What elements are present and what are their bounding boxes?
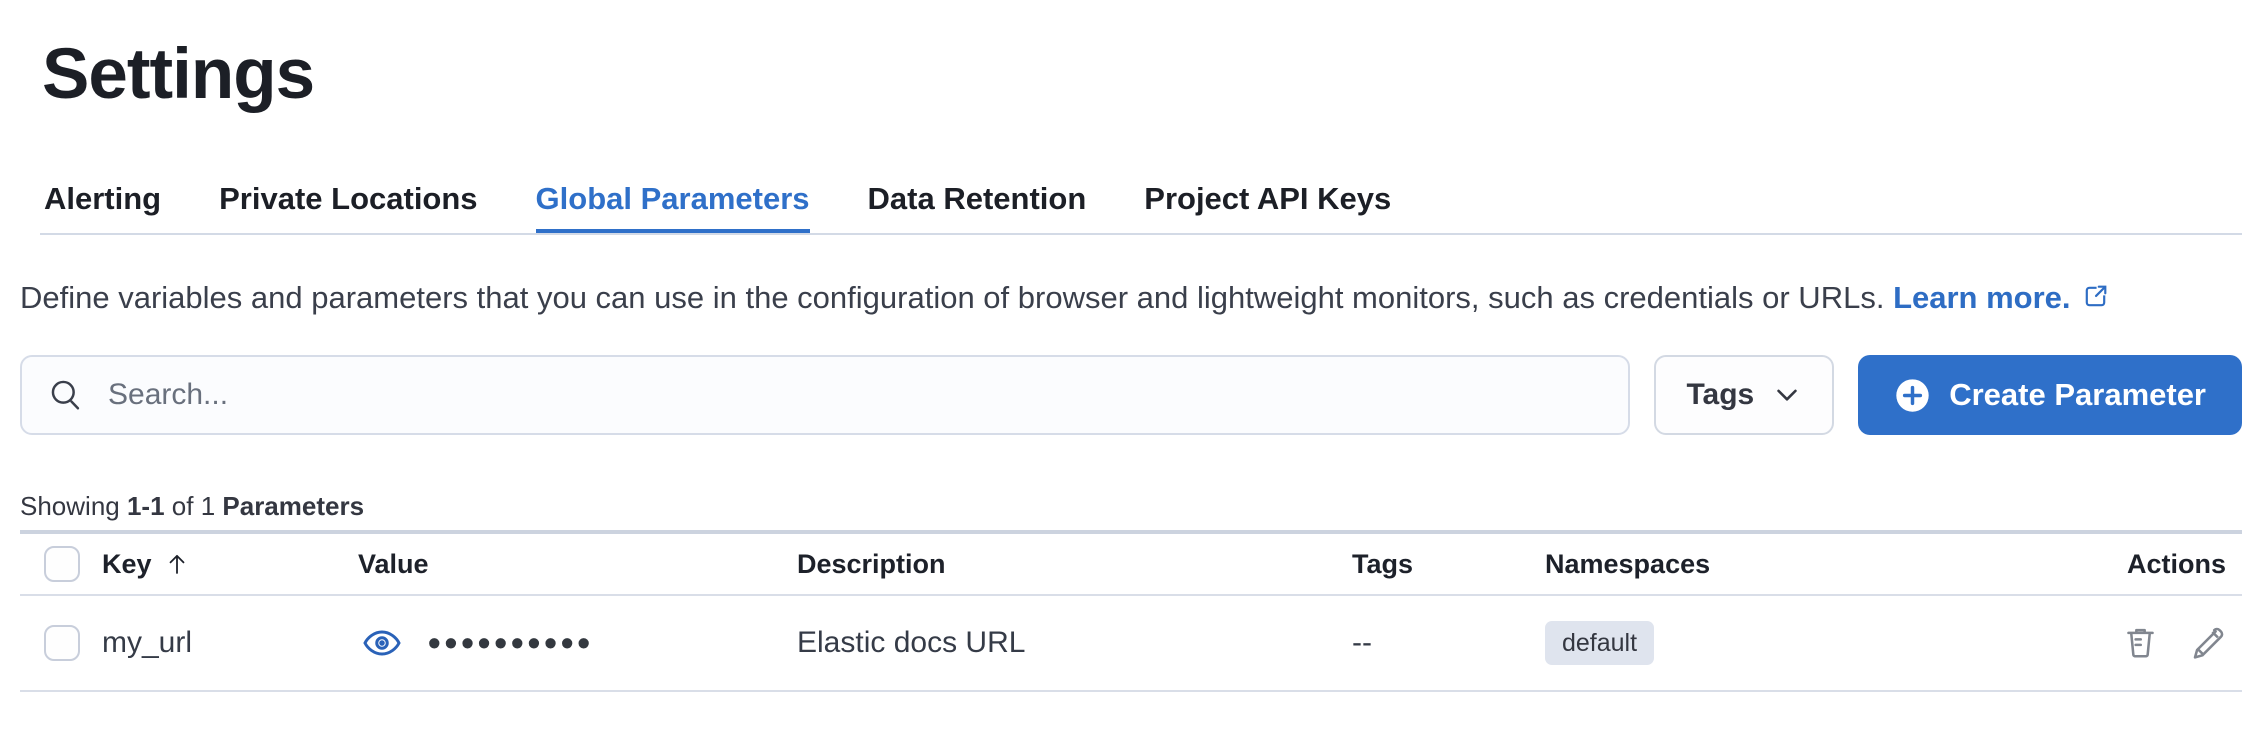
select-all-checkbox[interactable] bbox=[44, 546, 80, 582]
param-tags: -- bbox=[1352, 626, 1372, 659]
param-description: Elastic docs URL bbox=[797, 626, 1026, 659]
search-icon bbox=[51, 380, 80, 410]
column-header-tags: Tags bbox=[1352, 548, 1414, 579]
select-row-checkbox[interactable] bbox=[44, 625, 80, 661]
tab-alerting[interactable]: Alerting bbox=[44, 181, 162, 216]
tab-global-parameters[interactable]: Global Parameters bbox=[536, 182, 810, 233]
create-parameter-label: Create Parameter bbox=[1949, 377, 2206, 412]
chevron-down-icon bbox=[1777, 389, 1797, 401]
page-description: Define variables and parameters that you… bbox=[20, 275, 2210, 321]
column-header-description: Description bbox=[797, 548, 946, 579]
param-namespaces: default bbox=[1545, 621, 1920, 665]
external-link-icon bbox=[2081, 278, 2110, 307]
sort-ascending-arrow-icon bbox=[169, 554, 184, 574]
reveal-value-button[interactable] bbox=[362, 623, 402, 663]
results-range: 1-1 bbox=[126, 491, 165, 521]
plus-in-circle-icon bbox=[1896, 378, 1929, 412]
tags-filter-label: Tags bbox=[1686, 378, 1755, 411]
tab-project-api-keys[interactable]: Project API Keys bbox=[1144, 181, 1392, 216]
tags-filter-button[interactable]: Tags bbox=[1654, 355, 1835, 435]
search-input[interactable] bbox=[108, 378, 1603, 412]
delete-parameter-button[interactable] bbox=[2122, 625, 2159, 662]
page-title: Settings bbox=[42, 35, 315, 114]
edit-parameter-button[interactable] bbox=[2189, 625, 2226, 662]
create-parameter-button[interactable]: Create Parameter bbox=[1858, 355, 2242, 435]
learn-more-link[interactable]: Learn more. bbox=[1893, 280, 2109, 315]
parameters-table: Key Value Description Tags Namespaces Ac… bbox=[20, 530, 2242, 692]
table-header-row: Key Value Description Tags Namespaces Ac… bbox=[20, 530, 2242, 596]
table-row: my_url •••••••••• Elastic docs URL -- de… bbox=[20, 596, 2242, 692]
column-header-key[interactable]: Key bbox=[102, 549, 358, 580]
description-text: Define variables and parameters that you… bbox=[20, 280, 1885, 315]
column-header-value: Value bbox=[358, 548, 429, 579]
pencil-icon bbox=[2193, 627, 2224, 659]
namespace-badge: default bbox=[1545, 621, 1655, 665]
param-value-cell: •••••••••• bbox=[358, 623, 797, 663]
results-entity: Parameters bbox=[222, 491, 365, 521]
eye-icon bbox=[363, 630, 401, 656]
results-summary: Showing 1-1 of 1 Parameters bbox=[20, 491, 365, 521]
trash-icon bbox=[2127, 628, 2154, 657]
tab-private-locations[interactable]: Private Locations bbox=[219, 181, 478, 216]
column-header-namespaces: Namespaces bbox=[1545, 548, 1711, 579]
param-masked-value: •••••••••• bbox=[428, 622, 595, 663]
tab-data-retention[interactable]: Data Retention bbox=[867, 181, 1087, 216]
column-header-actions: Actions bbox=[2126, 548, 2226, 579]
toolbar: Tags Create Parameter bbox=[20, 355, 2242, 435]
tab-bar: Alerting Private Locations Global Parame… bbox=[40, 182, 2242, 235]
param-key: my_url bbox=[102, 626, 193, 659]
page-header: Settings bbox=[0, 0, 2262, 114]
search-box bbox=[20, 355, 1631, 435]
